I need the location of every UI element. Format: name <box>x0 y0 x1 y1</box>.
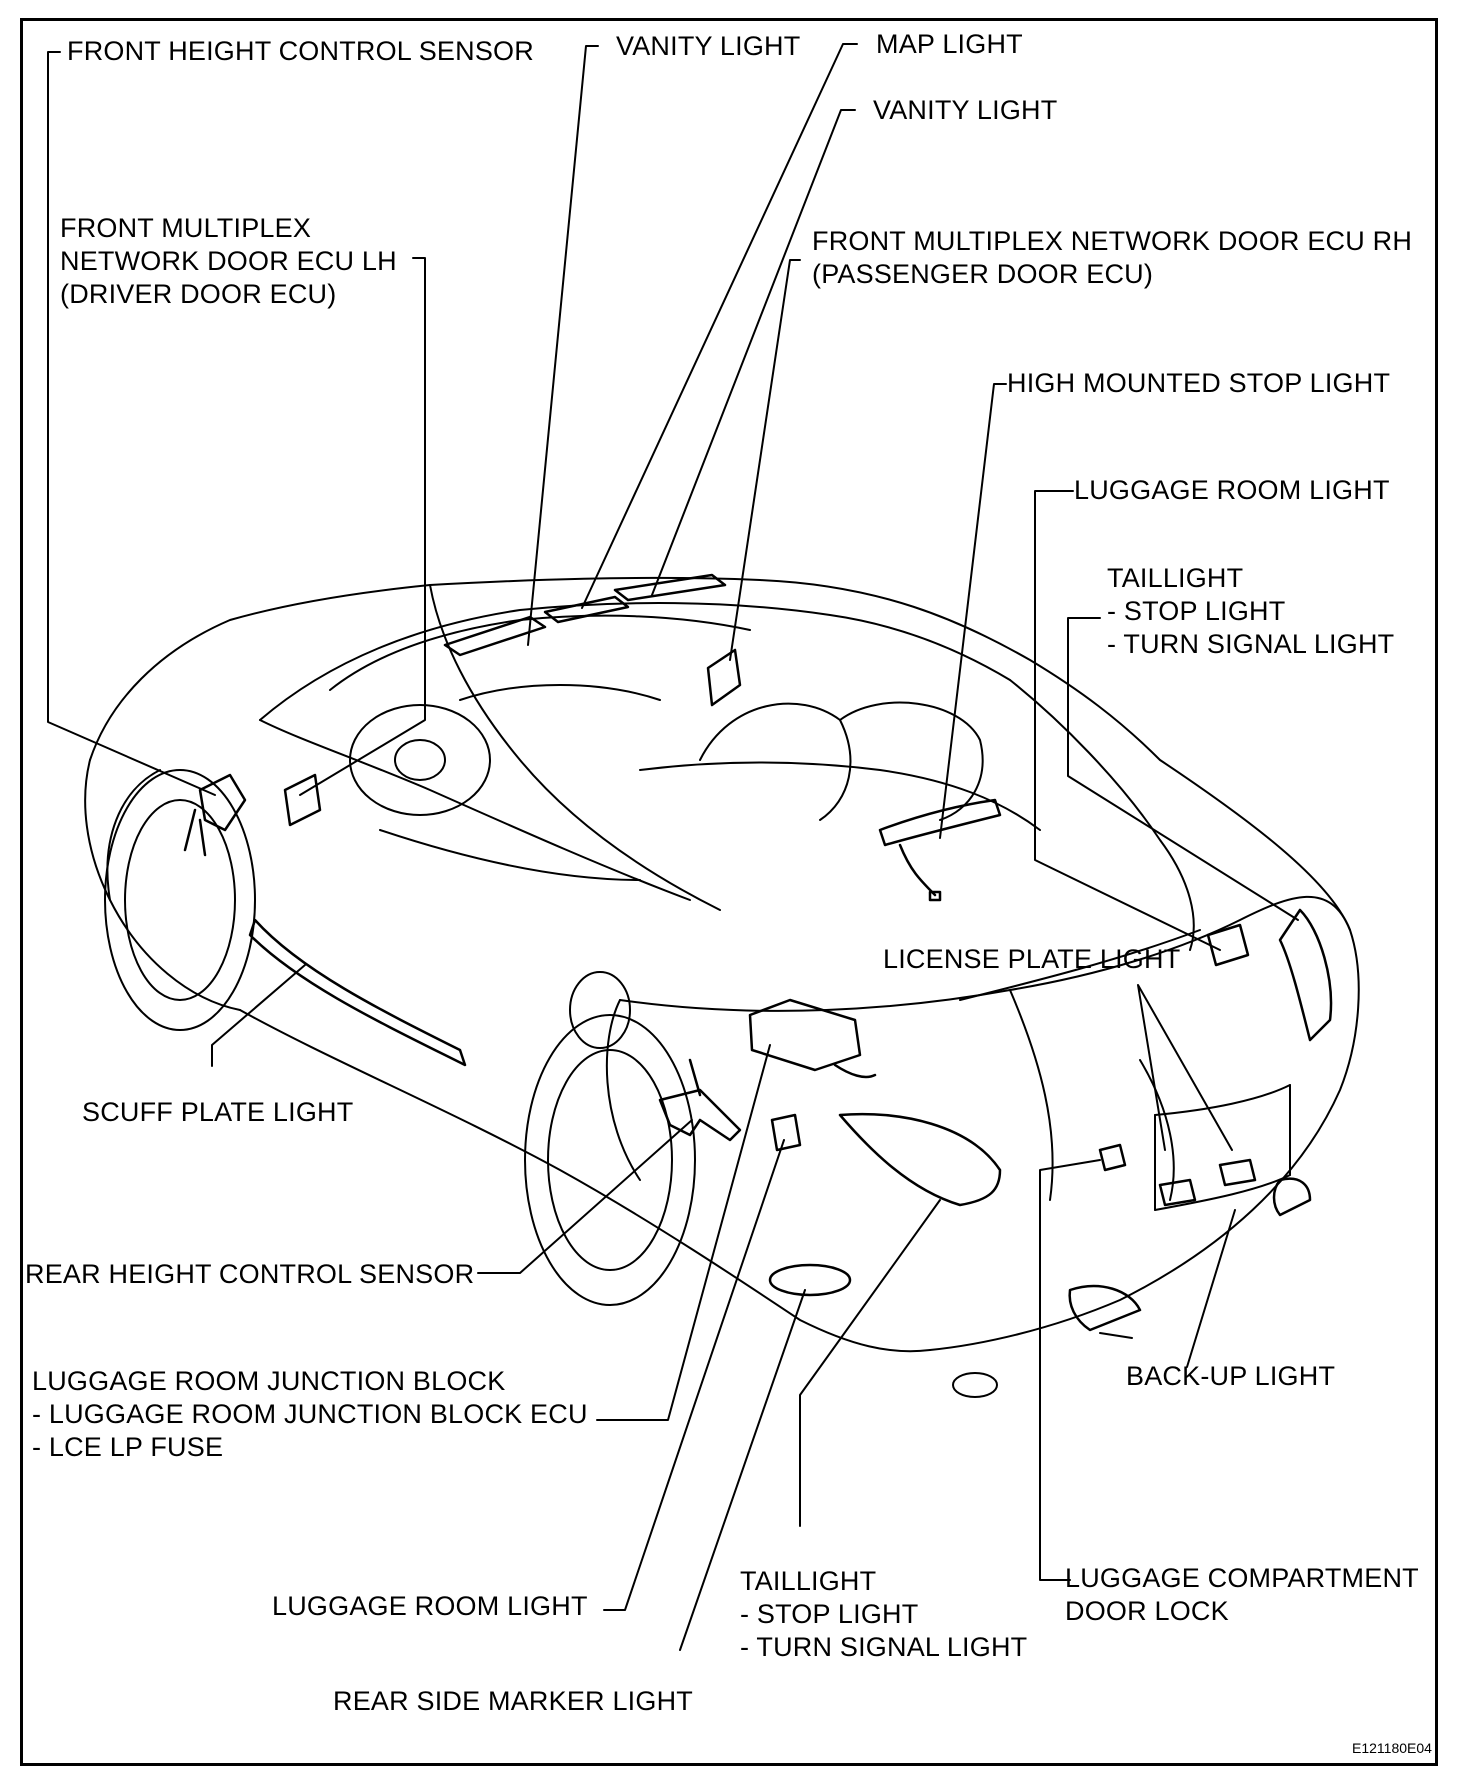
label-back-up-light: BACK-UP LIGHT <box>1126 1361 1336 1391</box>
vanity-light-right-part <box>613 573 727 602</box>
components <box>183 573 1333 1332</box>
high-mounted-stop-light-part <box>878 798 1002 847</box>
label-line: FRONT MULTIPLEX NETWORK DOOR ECU RH <box>812 226 1413 256</box>
rear-height-sensor-part <box>658 1088 742 1142</box>
label-line: TAILLIGHT <box>740 1566 877 1596</box>
figure-code: E121180E04 <box>1352 1740 1432 1756</box>
label-line: LUGGAGE ROOM JUNCTION BLOCK <box>32 1366 506 1396</box>
license-plate-light-part <box>1206 923 1250 967</box>
label-front-ecu-rh: FRONT MULTIPLEX NETWORK DOOR ECU RH (PAS… <box>812 225 1412 291</box>
label-line: FRONT MULTIPLEX <box>60 213 312 243</box>
label-line: - STOP LIGHT <box>740 1599 919 1629</box>
label-luggage-room-junction-block: LUGGAGE ROOM JUNCTION BLOCK - LUGGAGE RO… <box>32 1365 588 1464</box>
label-map-light: MAP LIGHT <box>876 29 1023 59</box>
label-line: - LUGGAGE ROOM JUNCTION BLOCK ECU <box>32 1399 588 1429</box>
leader-lines <box>47 43 1299 1651</box>
junction-block-part <box>748 998 862 1072</box>
taillight-right-part <box>1278 908 1333 1042</box>
driver-door-ecu-part <box>283 773 322 827</box>
label-taillight-right: TAILLIGHT - STOP LIGHT - TURN SIGNAL LIG… <box>1107 562 1394 661</box>
label-luggage-room-light-top: LUGGAGE ROOM LIGHT <box>1074 475 1390 505</box>
label-front-height-control-sensor: FRONT HEIGHT CONTROL SENSOR <box>67 36 534 66</box>
car-body <box>84 576 1360 1398</box>
label-luggage-compartment-door-lock: LUGGAGE COMPARTMENT DOOR LOCK <box>1065 1562 1419 1628</box>
front-height-sensor-part <box>198 773 247 832</box>
label-line: LUGGAGE COMPARTMENT <box>1065 1563 1419 1593</box>
label-high-mounted-stop-light: HIGH MOUNTED STOP LIGHT <box>1007 368 1391 398</box>
label-front-ecu-lh: FRONT MULTIPLEX NETWORK DOOR ECU LH (DRI… <box>60 212 397 311</box>
label-line: - LCE LP FUSE <box>32 1432 224 1462</box>
label-rear-height-control-sensor: REAR HEIGHT CONTROL SENSOR <box>25 1259 475 1289</box>
taillight-left-part <box>838 1112 1002 1207</box>
label-line: - STOP LIGHT <box>1107 596 1286 626</box>
label-line: (DRIVER DOOR ECU) <box>60 279 337 309</box>
map-light-part <box>543 595 630 624</box>
label-rear-side-marker-light: REAR SIDE MARKER LIGHT <box>333 1686 693 1716</box>
label-line: - TURN SIGNAL LIGHT <box>740 1632 1028 1662</box>
label-vanity-light: VANITY LIGHT <box>616 31 801 61</box>
passenger-door-ecu-part <box>706 648 742 707</box>
vanity-light-left-part <box>443 615 547 657</box>
luggage-room-light-part <box>770 1113 802 1152</box>
label-taillight-bottom: TAILLIGHT - STOP LIGHT - TURN SIGNAL LIG… <box>740 1565 1027 1664</box>
rear-side-marker-part <box>768 1263 852 1297</box>
label-line: - TURN SIGNAL LIGHT <box>1107 629 1395 659</box>
label-line: (PASSENGER DOOR ECU) <box>812 259 1154 289</box>
label-line: TAILLIGHT <box>1107 563 1244 593</box>
back-up-light-left-part <box>1068 1284 1142 1332</box>
label-line: NETWORK DOOR ECU LH <box>60 246 397 276</box>
back-up-light-right-part <box>1272 1177 1312 1217</box>
label-vanity-light-2: VANITY LIGHT <box>873 95 1058 125</box>
diagram-frame <box>20 18 1438 1766</box>
label-scuff-plate-light: SCUFF PLATE LIGHT <box>82 1097 354 1127</box>
label-luggage-room-light-bottom: LUGGAGE ROOM LIGHT <box>272 1591 588 1621</box>
door-lock-part <box>1098 1143 1127 1172</box>
scuff-plate-light-part <box>248 918 467 1067</box>
label-line: DOOR LOCK <box>1065 1596 1229 1626</box>
label-license-plate-light: LICENSE PLATE LIGHT <box>883 944 1181 974</box>
